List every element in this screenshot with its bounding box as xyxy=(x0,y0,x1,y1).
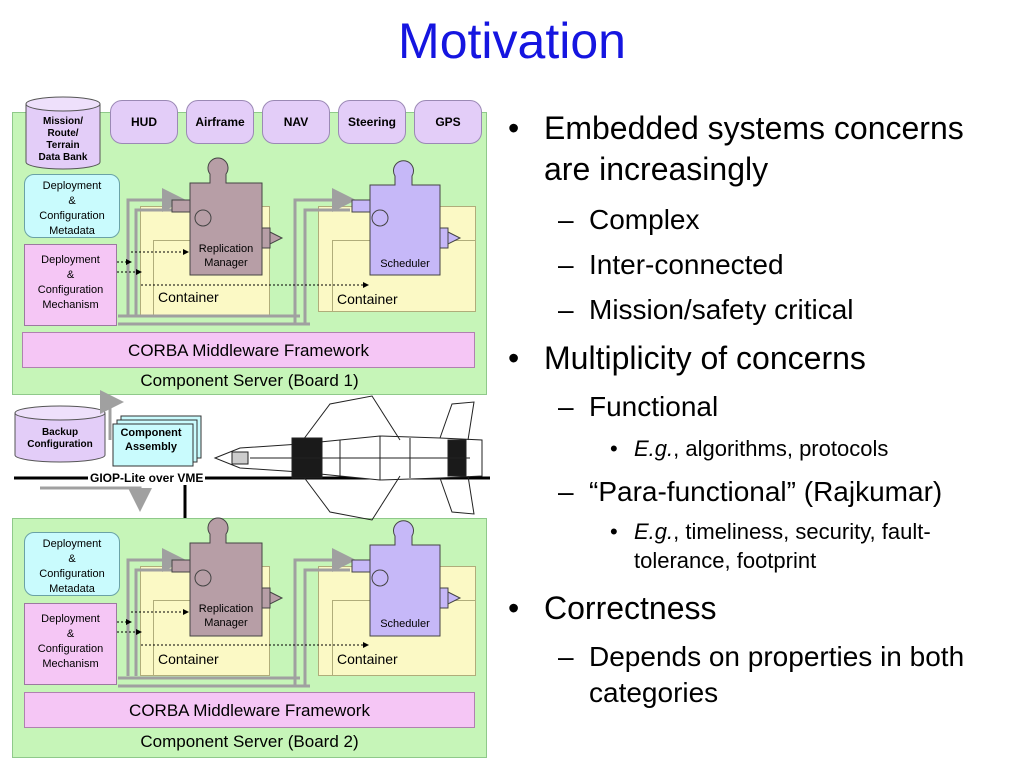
aircraft-illustration xyxy=(213,395,483,521)
giop-lite-label: GIOP-Lite over VME xyxy=(88,471,206,485)
eg-label: E.g. xyxy=(634,519,674,544)
databank-cylinder xyxy=(25,96,101,170)
corba-framework: CORBA Middleware Framework xyxy=(22,332,475,368)
scheduler-label: Scheduler xyxy=(380,618,430,630)
dash-marker: – xyxy=(558,476,574,507)
steering-pill: Steering xyxy=(338,100,406,144)
sub-bullet-interconnected: Inter-connected xyxy=(589,249,784,280)
bullet-embedded-systems: Embedded systems concerns are increasing… xyxy=(544,110,964,187)
dot-marker: • xyxy=(610,519,618,544)
scheduler-component xyxy=(351,520,462,637)
deployment-config-mechanism: Deployment & Configuration Mechanism xyxy=(24,244,117,326)
sub-bullet-complex: Complex xyxy=(589,204,700,235)
deployment-config-metadata: Deployment & Configuration Metadata xyxy=(24,532,120,596)
sub-bullet-para-functional: “Para-functional” (Rajkumar) xyxy=(589,476,943,507)
replication-manager-label: Replication Manager xyxy=(198,603,254,629)
bullet-marker: • xyxy=(508,340,520,376)
example-para-functional: E.g., timeliness, security, fault-tolera… xyxy=(634,517,964,575)
deployment-config-mechanism: Deployment & Configuration Mechanism xyxy=(24,603,117,685)
server-label: Component Server (Board 1) xyxy=(140,371,359,390)
deployment-config-metadata: Deployment & Configuration Metadata xyxy=(24,174,120,238)
bullet-marker: • xyxy=(508,590,520,626)
dash-marker: – xyxy=(558,249,574,280)
container-label: Container xyxy=(158,651,219,667)
backup-cylinder xyxy=(14,405,106,463)
replication-manager-label: Replication Manager xyxy=(198,243,254,269)
architecture-diagram: Component Server (Board 1) CORBA Middlew… xyxy=(0,0,500,768)
bullet-correctness: Correctness xyxy=(544,590,717,626)
databank-label: Mission/ Route/ Terrain Data Bank xyxy=(38,116,88,163)
server-label: Component Server (Board 2) xyxy=(140,732,359,751)
eg-text: , algorithms, protocols xyxy=(673,436,889,461)
nav-pill: NAV xyxy=(262,100,330,144)
component-assembly-label: Component Assembly xyxy=(120,427,182,453)
replication-manager-component xyxy=(171,157,284,276)
airframe-pill: Airframe xyxy=(186,100,254,144)
bullet-list: • Embedded systems concerns are increasi… xyxy=(500,0,1024,768)
gps-pill: GPS xyxy=(414,100,482,144)
box-label: Deployment & Configuration Mechanism xyxy=(37,254,104,311)
eg-label: E.g. xyxy=(634,436,674,461)
bullet-multiplicity: Multiplicity of concerns xyxy=(544,340,866,376)
sub-bullet-functional: Functional xyxy=(589,391,719,422)
hud-pill: HUD xyxy=(110,100,178,144)
dash-marker: – xyxy=(558,294,574,325)
scheduler-component xyxy=(351,160,462,276)
dash-marker: – xyxy=(558,391,574,422)
box-label: Deployment & Configuration Mechanism xyxy=(37,613,104,670)
sub-bullet-depends: Depends on properties in both categories xyxy=(589,641,965,708)
corba-framework: CORBA Middleware Framework xyxy=(24,692,475,728)
slide-title: Motivation xyxy=(398,13,626,69)
sub-bullet-mission-critical: Mission/safety critical xyxy=(589,294,854,325)
backup-config-label: Backup Configuration xyxy=(27,427,93,450)
dash-marker: – xyxy=(558,204,574,235)
dot-marker: • xyxy=(610,436,618,461)
container-label: Container xyxy=(337,291,398,307)
container-label: Container xyxy=(158,289,219,305)
replication-manager-component xyxy=(171,517,284,637)
bullet-marker: • xyxy=(508,110,520,146)
example-functional: E.g., algorithms, protocols xyxy=(634,434,888,463)
scheduler-label: Scheduler xyxy=(380,258,430,270)
eg-text: , timeliness, security, fault-tolerance,… xyxy=(634,519,931,573)
box-label: Deployment & Configuration Metadata xyxy=(39,180,105,237)
component-assembly-stack xyxy=(112,415,202,467)
dash-marker: – xyxy=(558,641,574,672)
box-label: Deployment & Configuration Metadata xyxy=(39,538,105,595)
container-label: Container xyxy=(337,651,398,667)
